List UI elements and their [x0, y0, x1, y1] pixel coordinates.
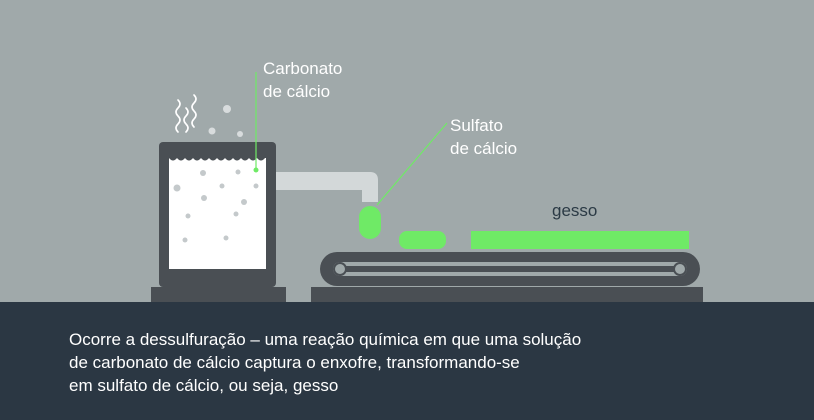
caption-line-3: em sulfato de cálcio, ou seja, gesso	[69, 376, 339, 395]
desulfurization-diagram	[151, 72, 703, 302]
sulfate-drop	[359, 206, 381, 239]
conveyor-roller-left	[333, 262, 347, 276]
carbonate-label: Carbonato de cálcio	[263, 57, 342, 103]
conveyor-base	[311, 287, 703, 302]
carbonate-label-line-2: de cálcio	[263, 82, 331, 101]
steam-icon	[175, 94, 197, 133]
gypsum-label: gesso	[552, 201, 598, 220]
caption-text: Ocorre a dessulfuração – uma reação quím…	[69, 328, 581, 397]
conveyor-track	[340, 266, 680, 272]
gypsum-slab	[471, 231, 689, 249]
sulfate-slab	[399, 231, 446, 249]
bubble-group	[208, 105, 243, 137]
sulfate-pointer	[376, 122, 448, 206]
liquid-particles	[173, 169, 259, 243]
conveyor-roller-right	[673, 262, 687, 276]
sulfate-label: Sulfato de cálcio	[450, 114, 517, 160]
tank-base	[151, 287, 286, 302]
outlet-pipe	[276, 172, 378, 202]
sulfate-label-line-2: de cálcio	[450, 139, 518, 158]
carbonate-pointer-dot	[253, 167, 259, 173]
tank-liquid	[169, 158, 266, 269]
liquid-surface	[169, 152, 266, 161]
caption-line-2: de carbonato de cálcio captura o enxofre…	[69, 353, 520, 372]
sulfate-label-line-1: Sulfato	[450, 116, 503, 135]
caption-panel: Ocorre a dessulfuração – uma reação quím…	[0, 302, 814, 420]
caption-line-1: Ocorre a dessulfuração – uma reação quím…	[69, 330, 582, 349]
carbonate-label-line-1: Carbonato	[263, 59, 343, 78]
